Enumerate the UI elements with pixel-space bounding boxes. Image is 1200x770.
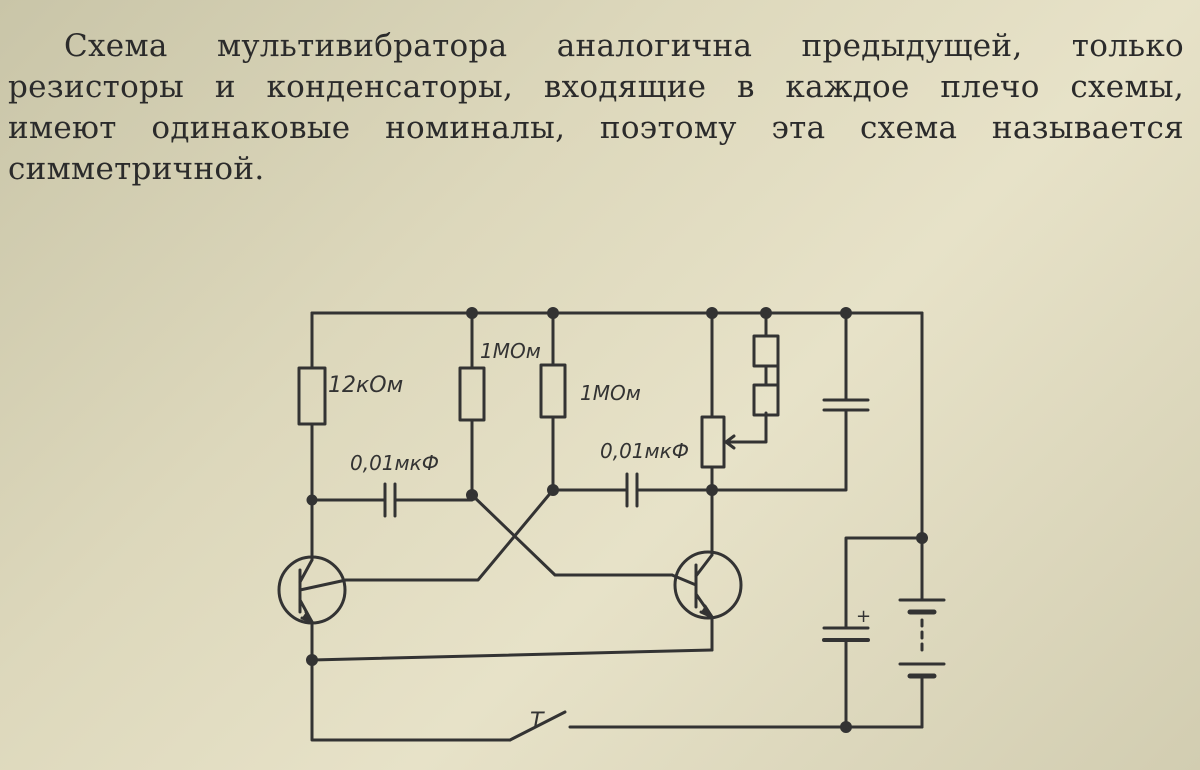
label-12k: 12кОм bbox=[328, 373, 403, 398]
transistor-right-emitter bbox=[694, 592, 714, 652]
resistor-12k bbox=[297, 366, 327, 426]
label-cap-left: 0,01мкФ bbox=[350, 451, 439, 475]
wire-right-base-in bbox=[670, 573, 698, 587]
wire-left-cap-b bbox=[393, 493, 474, 502]
label-elec-plus: + bbox=[856, 606, 871, 627]
transistor-left bbox=[277, 555, 347, 625]
transistor-right-arrow bbox=[699, 604, 714, 619]
resistor-1m-left bbox=[458, 366, 486, 422]
paragraph-line-4: симметричной. bbox=[8, 151, 265, 187]
label-1m-right: 1МОм bbox=[580, 381, 641, 405]
paragraph-line-3: имеют одинаковые номиналы, поэтому эта с… bbox=[8, 110, 1184, 146]
wire-emitter-common bbox=[310, 648, 714, 662]
wire-elec-top bbox=[844, 536, 924, 630]
headphone-unit-1 bbox=[752, 334, 780, 368]
transistor-right bbox=[673, 550, 743, 620]
potentiometer bbox=[700, 415, 726, 469]
label-cap-right: 0,01мкФ bbox=[600, 439, 689, 463]
wire-cross-2 bbox=[344, 488, 555, 582]
paragraph-line-2: резисторы и конденсаторы, входящие в каж… bbox=[8, 69, 1184, 105]
headphone-unit-2 bbox=[752, 383, 780, 417]
potentiometer-wiper-arrow bbox=[724, 434, 736, 450]
switch-lever bbox=[508, 710, 567, 742]
resistor-1m-right bbox=[539, 363, 567, 419]
wire-cross-1 bbox=[470, 493, 674, 577]
transistor-left-arrow bbox=[300, 610, 314, 624]
paragraph-line-1: Схема мультивибратора аналогична предыду… bbox=[64, 28, 1184, 64]
description-paragraph: Схема мультивибратора аналогична предыду… bbox=[8, 26, 1184, 190]
transistor-right-collector bbox=[694, 553, 714, 578]
potentiometer-wiper bbox=[724, 411, 768, 444]
transistor-left-emitter bbox=[298, 598, 314, 662]
wire-bottom-left bbox=[310, 658, 512, 742]
transistor-left-collector bbox=[298, 558, 314, 584]
label-switch: Т bbox=[530, 709, 545, 734]
wire-left-base-in bbox=[298, 578, 348, 592]
label-1m-left: 1МОм bbox=[480, 339, 541, 363]
wire-filter-cap-bottom bbox=[710, 408, 848, 492]
